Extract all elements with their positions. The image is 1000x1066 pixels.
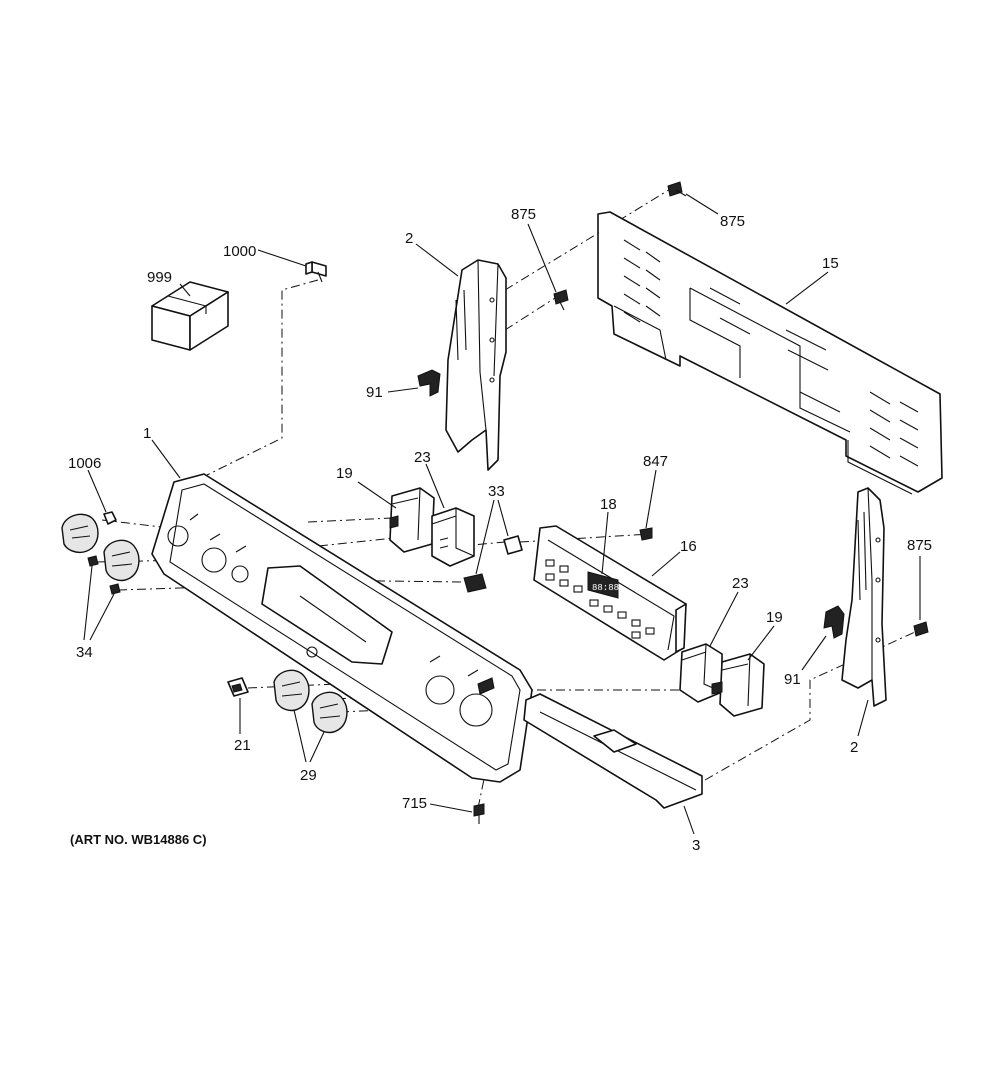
callout-3: 3	[692, 837, 700, 854]
callout-33: 33	[488, 483, 505, 500]
part-29-knob-upper	[273, 669, 310, 712]
part-875-screw-top-right	[667, 181, 687, 197]
callout-1: 1	[143, 425, 151, 442]
callout-1006: 1006	[68, 455, 101, 472]
part-1006-screw	[103, 511, 117, 525]
part-999-box	[151, 281, 229, 351]
part-91-clip-left	[417, 369, 441, 397]
part-19-switch-left	[389, 487, 435, 553]
callout-23-right: 23	[732, 575, 749, 592]
part-715-screw	[473, 803, 485, 824]
callout-21: 21	[234, 737, 251, 754]
knob-left-upper	[61, 513, 99, 554]
part-19-switch-right	[711, 653, 765, 717]
callout-91-left: 91	[366, 384, 383, 401]
callout-1000: 1000	[223, 243, 256, 260]
callout-2-right: 2	[850, 739, 858, 756]
part-18-display: 88:88	[587, 571, 619, 599]
callout-16: 16	[680, 538, 697, 555]
svg-text:88:88: 88:88	[592, 583, 619, 593]
part-33-switches	[463, 535, 523, 593]
part-2-left-bracket	[445, 259, 507, 471]
art-number: (ART NO. WB14886 C)	[70, 832, 207, 847]
callout-875-top-left: 875	[511, 206, 536, 223]
part-21-lamp	[227, 677, 249, 697]
part-29-knob-lower	[311, 691, 348, 734]
callout-91-right: 91	[784, 671, 801, 688]
callout-34: 34	[76, 644, 93, 661]
callout-875-top-right: 875	[720, 213, 745, 230]
callout-2-left: 2	[405, 230, 413, 247]
part-875-screw-right	[913, 621, 929, 637]
part-15-rear-panel	[597, 211, 943, 495]
part-875-screw-top-left	[553, 289, 569, 311]
callout-labels: 999 1000 2 875 875 15 91 1 1006 19 23 33…	[68, 206, 932, 854]
part-3-trim	[523, 693, 703, 809]
part-23-relay-left	[431, 507, 475, 567]
control-board-buttons	[545, 559, 655, 639]
callout-847: 847	[643, 453, 668, 470]
part-1-control-panel	[151, 473, 533, 783]
part-91-clip-right	[823, 605, 845, 639]
part-2-right-bracket	[841, 487, 887, 707]
callout-19-right: 19	[766, 609, 783, 626]
part-1000-screw	[305, 261, 327, 283]
callout-15: 15	[822, 255, 839, 272]
callout-875-right: 875	[907, 537, 932, 554]
callout-29: 29	[300, 767, 317, 784]
leader-lines	[83, 193, 921, 835]
callout-18: 18	[600, 496, 617, 513]
callout-715: 715	[402, 795, 427, 812]
part-34-clips	[87, 555, 121, 595]
knob-left-lower	[103, 539, 140, 582]
callout-19-left: 19	[336, 465, 353, 482]
part-847-screw	[639, 527, 653, 541]
callout-999: 999	[147, 269, 172, 286]
callout-23-left: 23	[414, 449, 431, 466]
